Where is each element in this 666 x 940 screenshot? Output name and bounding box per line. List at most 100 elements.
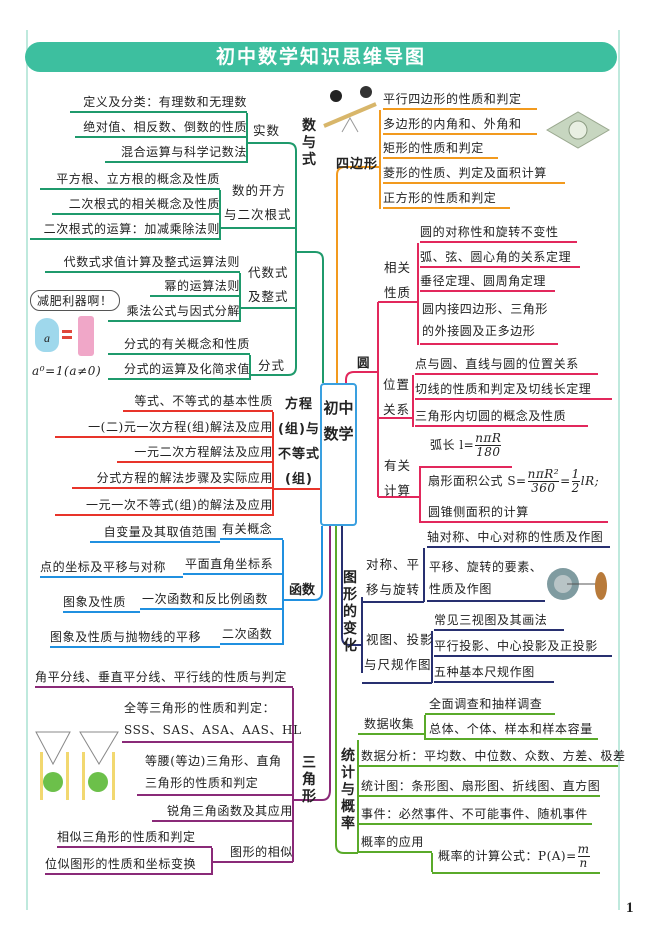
list-item: 总体、个体、样本和样本容量 [425,720,598,740]
list-item: 多边形的内角和、外角和 [383,115,537,135]
list-item-line: 的外接圆及正多边形 [422,324,536,338]
group-label: 对称、平 [366,557,421,572]
list-item-line: 平移、旋转的要素、 [429,560,543,574]
numerator: m [577,842,590,857]
list-item: 相似三角形的性质和判定 [57,828,212,848]
list-item: 一元一次不等式(组)的解法及应用 [55,496,273,516]
connector-yuan [345,243,421,523]
ornament-illustration [546,111,610,149]
group-label: 计算 [384,483,412,498]
connector-hanshu [282,526,323,645]
group-label: 平面直角坐标系 [183,555,283,575]
list-item: 圆内接四边形、三角形的外接圆及正多边形 [420,298,558,345]
list-item: 矩形的性质和判定 [383,139,498,159]
list-item: 等式、不等式的基本性质 [123,392,273,412]
list-item: 五种基本尺规作图 [434,663,554,683]
list-item: 切线的性质和判定及切线长定理 [415,380,612,400]
zero-power-formula: a⁰=1(a≠0) [32,364,102,378]
group-label: 二次函数 [220,625,283,645]
list-item: 全面调查和抽样调查 [425,695,555,715]
group-label: 有关 [384,458,412,473]
list-item: 图象及性质 [63,593,140,613]
branch-label-yuan: 圆 [357,355,371,370]
list-item-line: 全等三角形的性质和判定： [124,701,276,715]
list-item: 分式方程的解法步骤及实际应用 [72,469,273,489]
group-label: 及整式 [248,289,289,304]
list-item: 垂径定理、圆周角定理 [420,272,555,292]
list-item: 等腰(等边)三角形、直角三角形的性质和判定 [137,750,293,796]
branch-label-sibianxing: 四边形 [336,157,379,172]
numerator: nπR² [527,467,560,482]
branch-label-hanshu: 函数 [288,583,315,598]
connector-sibianxing [336,110,381,383]
list-item: 圆锥侧面积的计算 [420,503,608,523]
group-label: 一次函数和反比例函数 [140,590,283,610]
list-item: 混合运算与科学记数法 [105,143,247,163]
formula-text: lR; [580,474,600,488]
list-item-line: 圆内接四边形、三角形 [422,302,549,316]
list-item: 平行投影、中心投影及正投影 [434,637,612,657]
connector-shuyushi [219,113,324,383]
list-item: 分式的有关概念和性质 [108,335,250,355]
list-item: 二次根式的运算：加减乘除法则 [30,220,220,240]
group-label: 数的开方 [232,183,287,198]
connector-fangcheng [272,412,320,516]
group-label: 相关 [384,260,412,275]
denominator: 2 [571,481,580,495]
group-label: 与尺规作图 [364,657,432,672]
formula-text: = [560,474,571,488]
formula-text: 弧长 l= [430,438,475,452]
list-item: 定义及分类：有理数和无理数 [70,93,247,113]
group-label: 关系 [383,402,411,417]
group-label: 视图、投影 [366,632,434,647]
list-item-line: 性质及作图 [429,582,493,596]
branch-label-sanjiaoxing: 三角形 [302,755,316,805]
branch-label-tongji: 统计与概率 [341,748,355,832]
list-item: 三角形内切圆的概念及性质 [415,407,588,427]
numerator: 1 [571,467,580,482]
character-a-illustration: a [35,318,59,352]
group-label: 性质 [384,285,412,300]
equals-sign-illustration [62,330,72,333]
list-item: 自变量及其取值范围 [90,523,220,543]
denominator: 360 [531,481,556,495]
list-item-line: SSS、SAS、ASA、AAS、HL [124,723,302,737]
list-item: 正方形的性质和判定 [383,189,510,209]
frogs-illustration [35,731,119,800]
group-label: 移与旋转 [366,582,421,597]
group-label: 实数 [253,123,281,138]
formula-text: 概率的计算公式：P(A)= [438,849,577,863]
denominator: n [579,856,588,870]
list-item: 全等三角形的性质和判定： SSS、SAS、ASA、AAS、HL [122,697,302,743]
list-item: 圆的对称性和旋转不变性 [420,223,577,243]
list-item: 平行四边形的性质和判定 [383,90,537,110]
list-item: 常见三视图及其画法 [434,611,564,631]
list-item: 轴对称、中心对称的性质及作图 [427,528,610,548]
group-label: 代数式 [248,265,289,280]
list-item: 锐角三角函数及其应用 [152,802,293,822]
list-item-line: 三角形的性质和判定 [145,776,259,790]
list-item: 平移、旋转的要素、性质及作图 [427,556,545,602]
group-label: 分式 [258,358,286,373]
list-item: 代数式求值计算及整式运算法则 [45,253,240,273]
numerator: nπR [475,431,502,446]
list-item: 绝对值、相反数、倒数的性质 [75,118,247,138]
denominator: 180 [476,445,501,459]
list-item: 分式的运算及化简求值 [108,360,250,380]
seesaw-illustration [323,86,377,133]
list-item-line: 等腰(等边)三角形、直角 [145,754,282,768]
list-item: 一元二次方程解法及应用 [117,443,273,463]
connector-bianhua [341,526,433,684]
branch-label-fangcheng: 不等式 [278,447,321,462]
list-item: 一(二)元一次方程(组)解法及应用 [55,418,273,438]
branch-label-fangcheng: (组)与 [278,422,320,437]
branch-label-fangcheng: 方程 [284,397,313,412]
list-item: 幂的运算法则 [150,277,240,297]
group-label: 概率的应用 [358,833,432,853]
page-number: 1 [626,900,634,916]
list-item: 点与圆、直线与圆的位置关系 [415,355,598,375]
